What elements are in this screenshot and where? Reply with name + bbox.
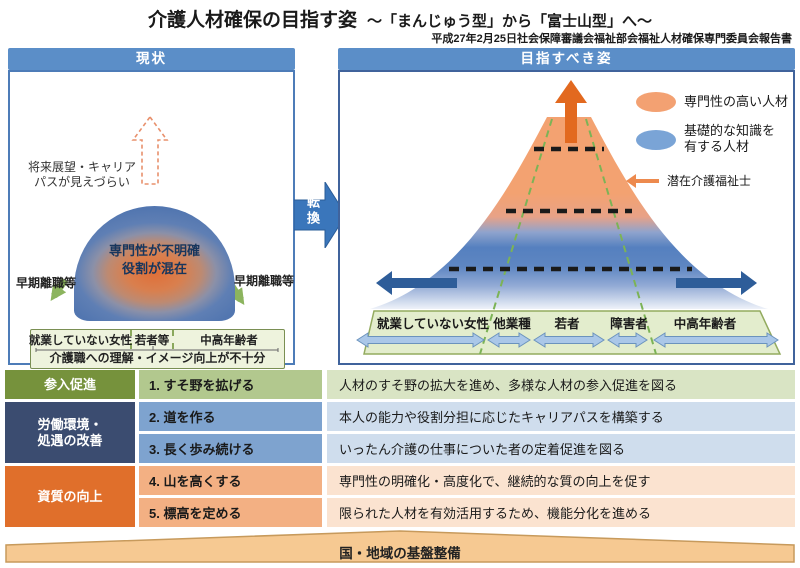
- base-left-arrow-icon: [376, 271, 457, 295]
- step-4: 4. 山を高くする: [139, 466, 322, 495]
- green-divider-left-icon: [479, 118, 553, 355]
- entrant-groups-box: 就業していない女性 若者等 中高年齢者 介護職への理解・イメージ向上が不十分: [29, 329, 285, 369]
- foundation-label: 国・地域の基盤整備: [339, 546, 461, 561]
- category-work-environment: 労働環境・ 処遇の改善: [5, 402, 135, 463]
- category-work-environment-line2: 処遇の改善: [37, 432, 103, 448]
- dome-caption-line1: 専門性が不明確: [108, 243, 200, 258]
- career-path-dashed-arrow-icon: [131, 115, 169, 185]
- latent-label: 潜在介護福祉士: [667, 173, 751, 188]
- fuji-mountain-shape: [370, 117, 768, 309]
- base-group-women: 就業していない女性: [377, 316, 490, 331]
- base-group-youth: 若者: [553, 316, 580, 331]
- double-arrow-icon: [533, 332, 605, 348]
- fuji-diagram: 潜在介護福祉士 専門性の高い人材 基礎的な知識を 有する人材 就業していない女性…: [356, 80, 788, 355]
- early-turnover-left-arrow-icon: [50, 278, 68, 301]
- legend-blue-icon: [636, 130, 676, 150]
- summit-up-arrow-icon: [555, 80, 587, 143]
- target-state-body: 潜在介護福祉士 専門性の高い人材 基礎的な知識を 有する人材 就業していない女性…: [338, 70, 795, 365]
- category-entry-promotion: 参入促進: [5, 370, 135, 399]
- understanding-note: 介護職への理解・イメージ向上が不十分: [49, 351, 266, 365]
- desc-5: 限られた人材を有効活用するため、機能分化を進める: [327, 498, 795, 527]
- right-arrow-icon: [293, 180, 347, 250]
- category-entry-promotion-label: 参入促進: [43, 376, 96, 392]
- early-turnover-right-label: 早期離職等: [234, 274, 295, 288]
- double-arrow-icon: [607, 332, 648, 348]
- step-2: 2. 道を作る: [139, 402, 322, 431]
- current-state-header: 現状: [8, 48, 295, 70]
- double-arrow-icon: [487, 332, 531, 348]
- category-quality-improvement: 資質の向上: [5, 466, 135, 527]
- title-main: 介護人材確保の目指す姿: [147, 10, 357, 31]
- career-note-line1: 将来展望・キャリア: [27, 160, 136, 174]
- foundation-band-shape: [5, 530, 795, 563]
- legend-orange-label: 専門性の高い人材: [684, 94, 788, 109]
- group-middle-aged: 中高年齢者: [200, 334, 258, 347]
- base-group-other-industry: 他業種: [492, 316, 531, 331]
- latent-pointer-arrow-icon: [626, 174, 659, 188]
- transition-arrow: 転換: [293, 180, 347, 250]
- dome-caption-line2: 役割が混在: [121, 261, 187, 276]
- title-source-note: 平成27年2月25日社会保障審議会福祉部会福祉人材確保専門委員会報告書: [431, 33, 792, 45]
- entrant-groups-row: 就業していない女性 若者等 中高年齢者: [29, 330, 284, 349]
- base-group-middle-aged: 中高年齢者: [674, 316, 737, 331]
- title-subtitle: ～「まんじゅう型」から「富士山型」へ～: [367, 13, 653, 30]
- career-note-line2: パスが見えづらい: [34, 175, 130, 189]
- transition-label: 転換: [305, 195, 320, 227]
- legend-blue-label-line2: 有する人材: [684, 139, 749, 154]
- underbrace-icon: [35, 346, 279, 352]
- legend-blue-label-line1: 基礎的な知識を: [684, 123, 775, 138]
- early-turnover-left-label: 早期離職等: [16, 276, 77, 290]
- page-title: 介護人材確保の目指す姿 ～「まんじゅう型」から「富士山型」へ～: [0, 5, 800, 32]
- target-state-panel: 目指すべき姿: [338, 48, 795, 365]
- current-state-body: 将来展望・キャリア パスが見えづらい 専門性が不明確 役割が混在 早期離職等 早…: [8, 70, 295, 369]
- current-state-panel: 現状 将来展望・キャリア パスが見えづらい 専門性が不明: [8, 48, 295, 369]
- step-1: 1. すそ野を拡げる: [139, 370, 322, 399]
- category-work-environment-line1: 労働環境・: [37, 416, 103, 432]
- desc-3: いったん介護の仕事についた者の定着促進を図る: [327, 434, 795, 463]
- base-group-disabled: 障害者: [610, 316, 648, 331]
- step-3: 3. 長く歩み続ける: [139, 434, 322, 463]
- career-note: 将来展望・キャリア パスが見えづらい: [20, 160, 144, 190]
- category-quality-improvement-label: 資質の向上: [37, 488, 103, 504]
- group-youth: 若者等: [132, 330, 174, 349]
- green-divider-right-icon: [585, 118, 657, 355]
- legend-orange-icon: [636, 92, 676, 112]
- desc-4: 専門性の明確化・高度化で、継続的な質の向上を促す: [327, 466, 795, 495]
- dome-caption: 専門性が不明確 役割が混在: [74, 242, 235, 278]
- double-arrow-icon: [356, 332, 485, 348]
- base-right-arrow-icon: [676, 271, 757, 295]
- group-women: 就業していない女性: [29, 330, 132, 349]
- step-5: 5. 標高を定める: [139, 498, 322, 527]
- base-double-arrows: [356, 332, 779, 348]
- desc-2: 本人の能力や役割分担に応じたキャリアパスを構築する: [327, 402, 795, 431]
- desc-1: 人材のすそ野の拡大を進め、多様な人材の参入促進を図る: [327, 370, 795, 399]
- double-arrow-icon: [653, 332, 779, 348]
- target-state-header: 目指すべき姿: [338, 48, 795, 70]
